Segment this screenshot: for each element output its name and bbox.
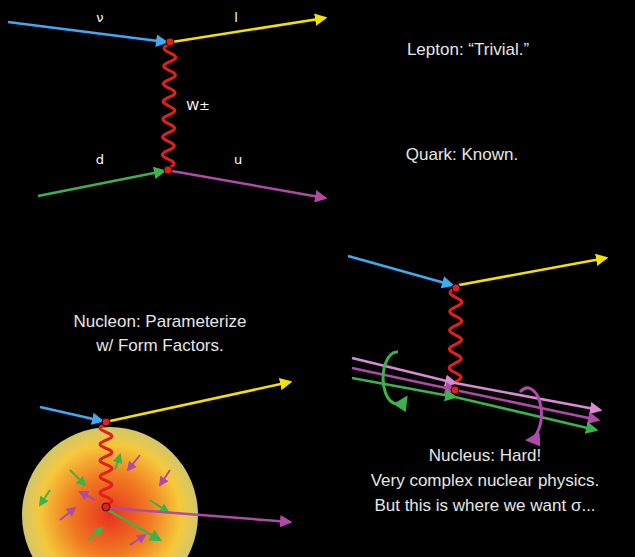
nucleon-arrow xyxy=(160,470,170,485)
neutrino-line xyxy=(8,22,166,42)
quark-line-out xyxy=(455,397,596,430)
nucleon-arrow xyxy=(70,470,85,485)
spin-arrow xyxy=(520,388,541,440)
knocked-out-line xyxy=(108,510,160,540)
vertex-dot xyxy=(164,166,172,174)
level-caption: w/ Form Factors. xyxy=(96,336,224,356)
vertex-dot xyxy=(102,503,110,511)
particle-label: l xyxy=(234,10,238,26)
knocked-out-line xyxy=(110,508,290,522)
vertex-dot xyxy=(102,418,110,426)
nucleon-arrow xyxy=(60,508,75,520)
particle-label: ν xyxy=(96,10,103,26)
up-quark-line xyxy=(172,171,325,198)
lepton-line xyxy=(172,18,325,42)
level-caption: Quark: Known. xyxy=(406,145,518,165)
down-quark-line xyxy=(38,171,164,196)
lepton-line xyxy=(459,258,606,285)
level-caption: Nucleon: Parameterize xyxy=(74,312,247,332)
vertex-dot xyxy=(451,386,459,394)
nucleon-arrow xyxy=(128,455,140,470)
boson-label: W± xyxy=(186,98,210,114)
level-caption: Very complex nuclear physics. xyxy=(371,471,600,491)
neutrino-line xyxy=(40,407,102,421)
vertex-dot xyxy=(452,284,460,292)
nucleon-arrow xyxy=(130,535,145,545)
nucleon-arrow xyxy=(88,528,102,540)
quark-line-in xyxy=(352,378,455,397)
w-boson-wavy xyxy=(100,424,112,505)
nucleon-arrow xyxy=(115,455,120,470)
nucleus-blob xyxy=(22,427,198,557)
level-caption: Lepton: “Trivial.” xyxy=(407,40,529,60)
particle-label: u xyxy=(234,152,242,168)
w-boson-wavy xyxy=(162,44,175,168)
lepton-line xyxy=(110,382,290,421)
nucleon-arrow xyxy=(40,490,50,505)
quark-line-out xyxy=(455,390,598,420)
particle-label: d xyxy=(96,152,104,168)
vertex-dot xyxy=(166,38,174,46)
w-boson-wavy xyxy=(449,288,462,382)
nucleon-arrow xyxy=(80,492,95,500)
spin-arrow xyxy=(383,352,406,404)
level-caption: But this is where we want σ... xyxy=(374,496,595,516)
level-caption: Nucleus: Hard! xyxy=(429,446,541,466)
neutrino-line xyxy=(348,256,452,285)
